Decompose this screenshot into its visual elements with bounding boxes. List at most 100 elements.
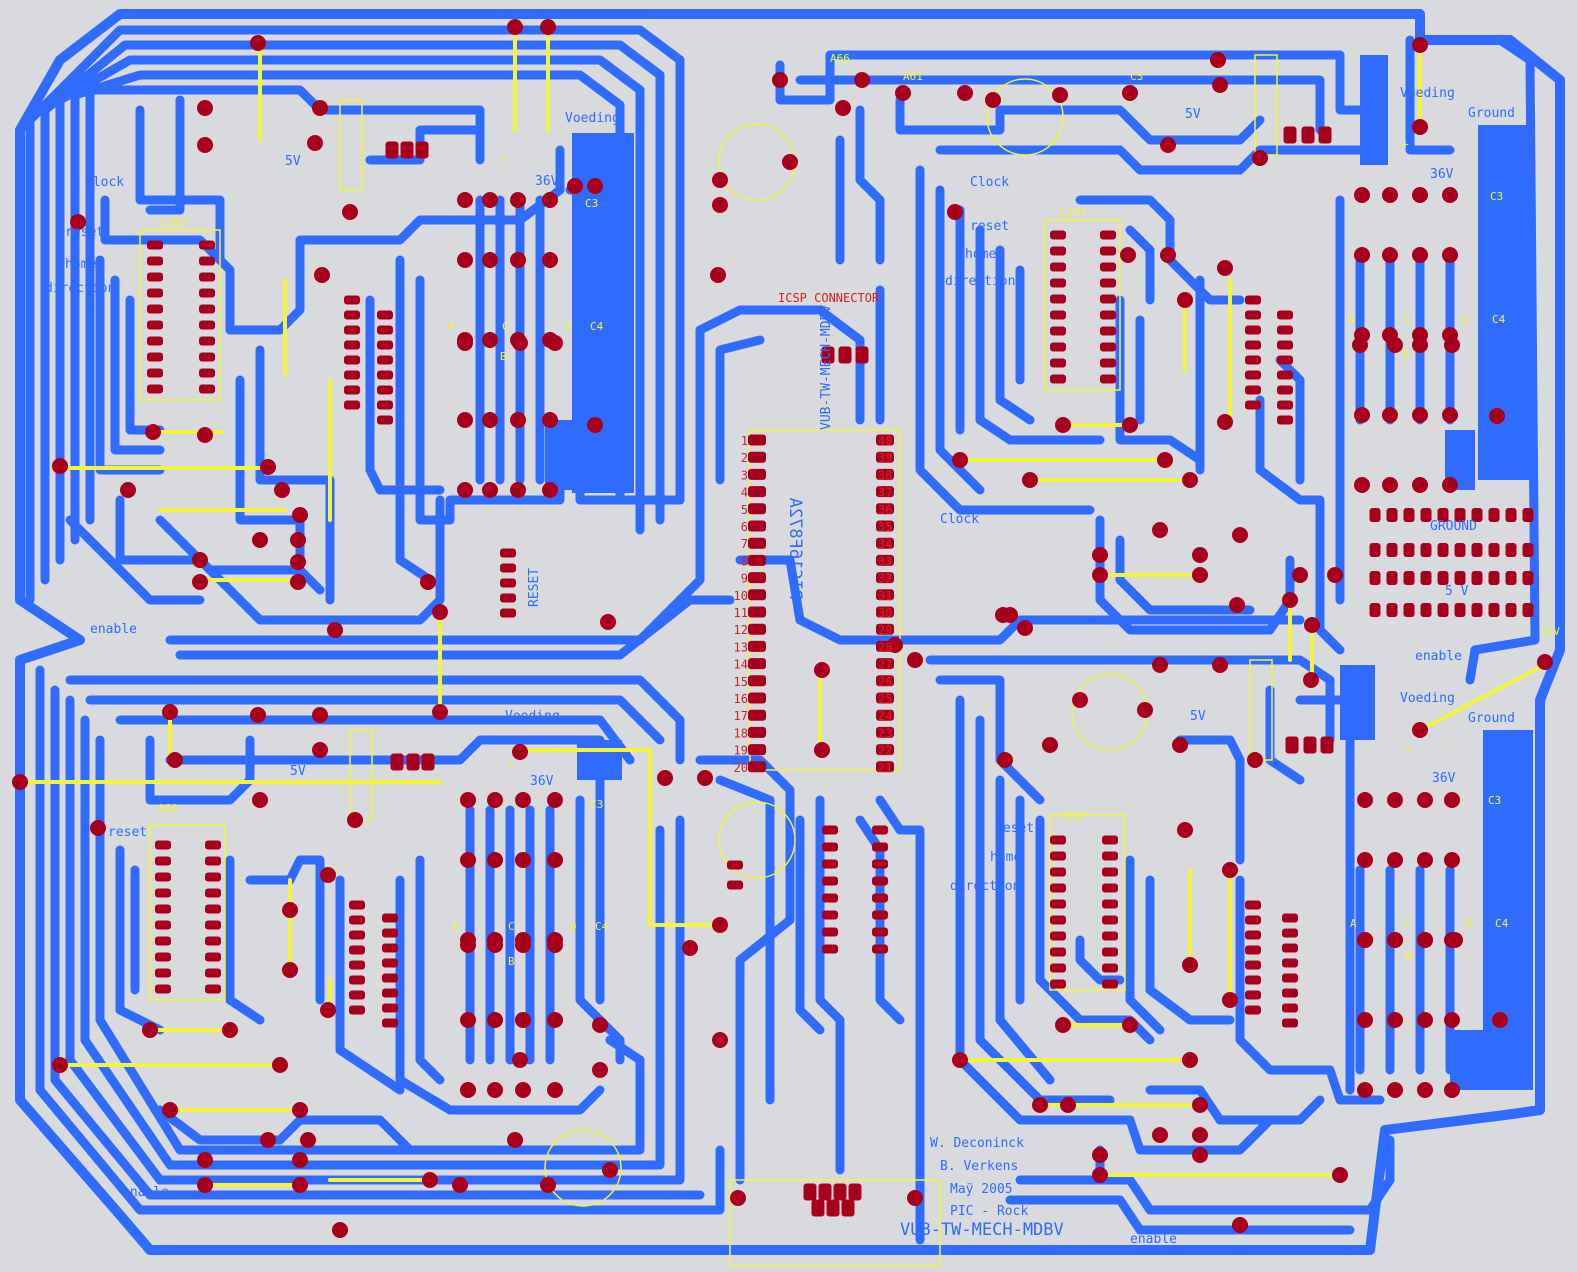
diode-pad	[1357, 852, 1373, 868]
l298-pin	[344, 325, 360, 335]
power-header-pin	[1454, 543, 1466, 557]
component-pad	[952, 1052, 968, 1068]
l297-pin	[1100, 262, 1116, 272]
power-header-pin	[1505, 508, 1517, 522]
pic-pin-number-right: 21	[878, 761, 892, 775]
l298-pin	[349, 975, 365, 985]
c4-label-tl: C4	[590, 320, 604, 333]
c-label-tr: C	[1403, 313, 1410, 326]
a-label-br: A	[1350, 917, 1357, 930]
power-header-pin	[1420, 543, 1432, 557]
pic-pin-left	[748, 520, 766, 532]
diode-pad	[1387, 792, 1403, 808]
l297-pin	[1100, 230, 1116, 240]
component-pad	[1303, 672, 1319, 688]
power-header-pin	[1505, 603, 1517, 617]
diode-pad	[460, 792, 476, 808]
ic-pin	[822, 842, 838, 852]
v36-label-br: 36V	[1432, 771, 1456, 786]
component-pad	[120, 482, 136, 498]
diode-pad	[515, 1012, 531, 1028]
component-pad	[907, 1190, 923, 1206]
component-pad	[457, 335, 473, 351]
text-labels: PIC16F872A VUB-TW-MECH-MDBV ICSP CONNECT…	[45, 52, 1560, 1247]
diode-pad	[547, 852, 563, 868]
ic-pin	[872, 910, 888, 920]
l297-pin	[199, 288, 215, 298]
ground-plane-top-right	[1478, 125, 1533, 480]
component-pad	[1032, 1097, 1048, 1113]
pic-pin-left	[748, 451, 766, 463]
l297-pin	[1050, 358, 1066, 368]
pic-pin-right	[876, 589, 894, 601]
l298-pin	[377, 310, 393, 320]
l298-pin	[1277, 325, 1293, 335]
l297-pin	[1102, 851, 1118, 861]
diode-pad	[482, 412, 498, 428]
clock-label-tl: Clock	[85, 175, 124, 190]
l298-pin	[344, 295, 360, 305]
component-pad	[1055, 1017, 1071, 1033]
pic-pin-left	[748, 486, 766, 498]
pic-pin-number-left: 3	[741, 468, 748, 482]
component-pad	[1387, 932, 1403, 948]
plus-tl: +	[500, 153, 507, 166]
l297-pin	[155, 920, 171, 930]
l298-pin	[349, 945, 365, 955]
component-pad	[312, 742, 328, 758]
component-pad	[1192, 1147, 1208, 1163]
diode-pad	[1442, 187, 1458, 203]
component-pad	[1017, 620, 1033, 636]
l298-pin	[1245, 400, 1261, 410]
power-header-pin	[1386, 571, 1398, 585]
component-pad	[1232, 527, 1248, 543]
l297-pin	[199, 272, 215, 282]
component-pad	[547, 937, 563, 953]
l298-pin	[344, 400, 360, 410]
diode-pad	[482, 192, 498, 208]
diode-pad	[460, 1012, 476, 1028]
date-label: Maÿ 2005	[950, 1182, 1013, 1197]
component-pad	[260, 459, 276, 475]
l298-pin	[377, 415, 393, 425]
l298-pin	[1245, 915, 1261, 925]
component-pad	[1387, 337, 1403, 353]
component-pad	[1052, 87, 1068, 103]
pic-pin-right	[876, 554, 894, 566]
pic-pin-number-right: 36	[878, 503, 892, 517]
pic-pin-number-right: 39	[878, 451, 892, 465]
component-pad	[327, 622, 343, 638]
l297-pin	[1050, 294, 1066, 304]
component-pad	[1229, 597, 1245, 613]
l297-pin	[155, 952, 171, 962]
component-pad	[312, 100, 328, 116]
component-pad	[282, 962, 298, 978]
component-pad	[12, 774, 28, 790]
pic-pin-number-left: 10	[734, 589, 748, 603]
enable-label-br: enable	[1130, 1232, 1177, 1247]
l297-pin	[155, 984, 171, 994]
home-label-tr: home	[965, 247, 996, 262]
l297-label-tl: L297	[160, 216, 187, 229]
diode-pad	[515, 1082, 531, 1098]
terminal-pad	[1285, 736, 1299, 754]
diode-pad	[1417, 1082, 1433, 1098]
component-pad	[814, 742, 830, 758]
ground-plane-bottom-right	[1483, 730, 1533, 1090]
l298-pin	[1282, 1018, 1298, 1028]
component-pad	[512, 744, 528, 760]
pic-pin-number-right: 23	[878, 726, 892, 740]
power-header-pin	[1420, 603, 1432, 617]
component-pad	[782, 154, 798, 170]
diode-pad	[482, 482, 498, 498]
l298-pin	[1282, 958, 1298, 968]
terminal-pad	[390, 753, 404, 771]
l298-pin	[382, 973, 398, 983]
component-pad	[292, 1102, 308, 1118]
voeding-label-br: Voeding	[1400, 691, 1455, 706]
home-label-br: home	[990, 850, 1021, 865]
reset-header-pin	[500, 593, 516, 603]
component-pad	[1232, 1217, 1248, 1233]
component-pad	[250, 35, 266, 51]
